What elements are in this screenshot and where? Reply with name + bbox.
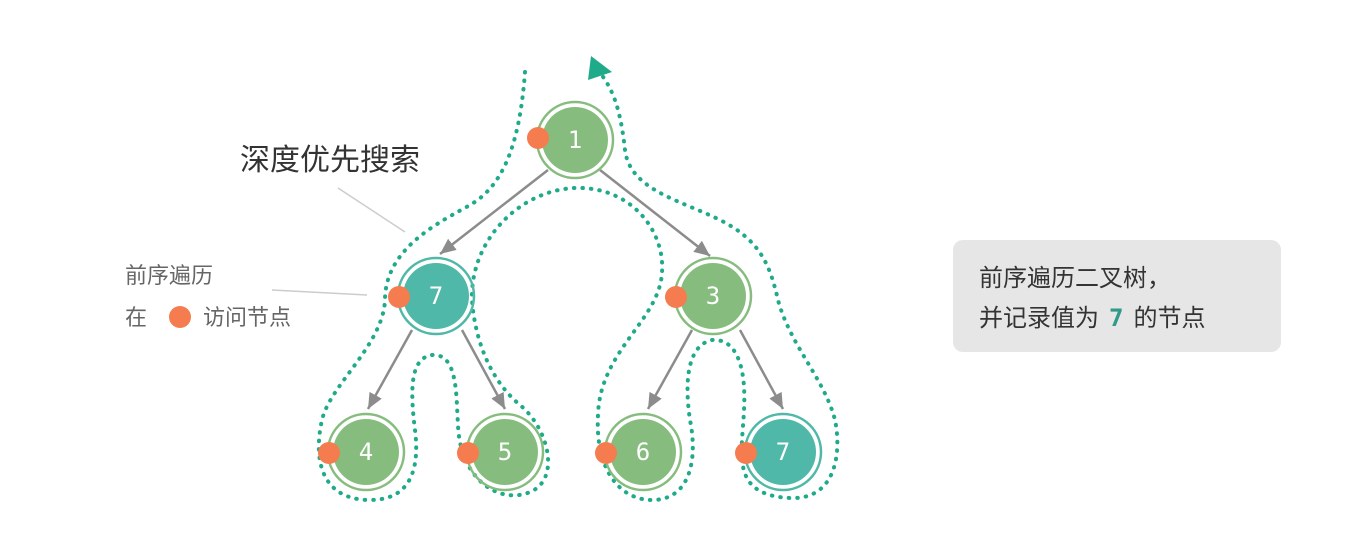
edge-1-3 [599, 169, 711, 257]
tree-node-7-left: 7 [388, 256, 476, 336]
info-target-value: 7 [1109, 304, 1124, 332]
visit-marker [595, 442, 617, 464]
legend-leader [271, 289, 368, 296]
info-box: 前序遍历二叉树， 并记录值为 7 的节点 [953, 240, 1281, 352]
legend-line-2-prefix: 在 [125, 306, 147, 331]
node-value: 7 [429, 282, 443, 310]
edge-7-4 [366, 329, 414, 410]
edge-7-5 [460, 329, 507, 410]
edge-3-6 [646, 329, 694, 410]
tree-node-7-right: 7 [735, 412, 823, 492]
node-circle [333, 419, 399, 485]
info-line-1: 前序遍历二叉树， [979, 264, 1171, 292]
edge-3-7 [738, 329, 785, 410]
visit-marker [665, 286, 687, 308]
node-value: 6 [636, 438, 650, 466]
tree-edges [366, 169, 785, 410]
node-circle [610, 419, 676, 485]
info-line-2-suffix: 的节点 [1133, 304, 1206, 332]
info-line-2: 并记录值为 7 的节点 [979, 298, 1281, 338]
tree-node-1: 1 [527, 100, 615, 180]
edge-1-7 [439, 169, 549, 255]
node-value: 3 [706, 282, 720, 310]
visit-marker [318, 442, 340, 464]
visit-marker [388, 286, 410, 308]
node-value: 7 [776, 438, 790, 466]
node-circle [403, 263, 469, 329]
dfs-label-leader [337, 187, 406, 233]
legend-line-1: 前序遍历 [125, 264, 213, 289]
visit-marker [735, 442, 757, 464]
legend-visit-dot-icon [169, 306, 191, 328]
tree-node-6: 6 [595, 412, 683, 492]
node-circle [750, 419, 816, 485]
node-circle [472, 419, 538, 485]
info-line-2-prefix: 并记录值为 [979, 304, 1099, 332]
node-value: 1 [568, 126, 582, 154]
tree-node-5: 5 [457, 412, 545, 492]
legend-line-2-suffix: 访问节点 [203, 306, 291, 331]
node-circle [542, 107, 608, 173]
visit-marker [527, 127, 549, 149]
node-circle [680, 263, 746, 329]
path-end-arrowhead [588, 56, 612, 80]
tree-node-3: 3 [665, 256, 753, 336]
node-value: 4 [359, 438, 373, 466]
dfs-label: 深度优先搜索 [240, 143, 420, 178]
tree-node-4: 4 [318, 412, 406, 492]
visit-marker [457, 442, 479, 464]
node-value: 5 [498, 438, 512, 466]
